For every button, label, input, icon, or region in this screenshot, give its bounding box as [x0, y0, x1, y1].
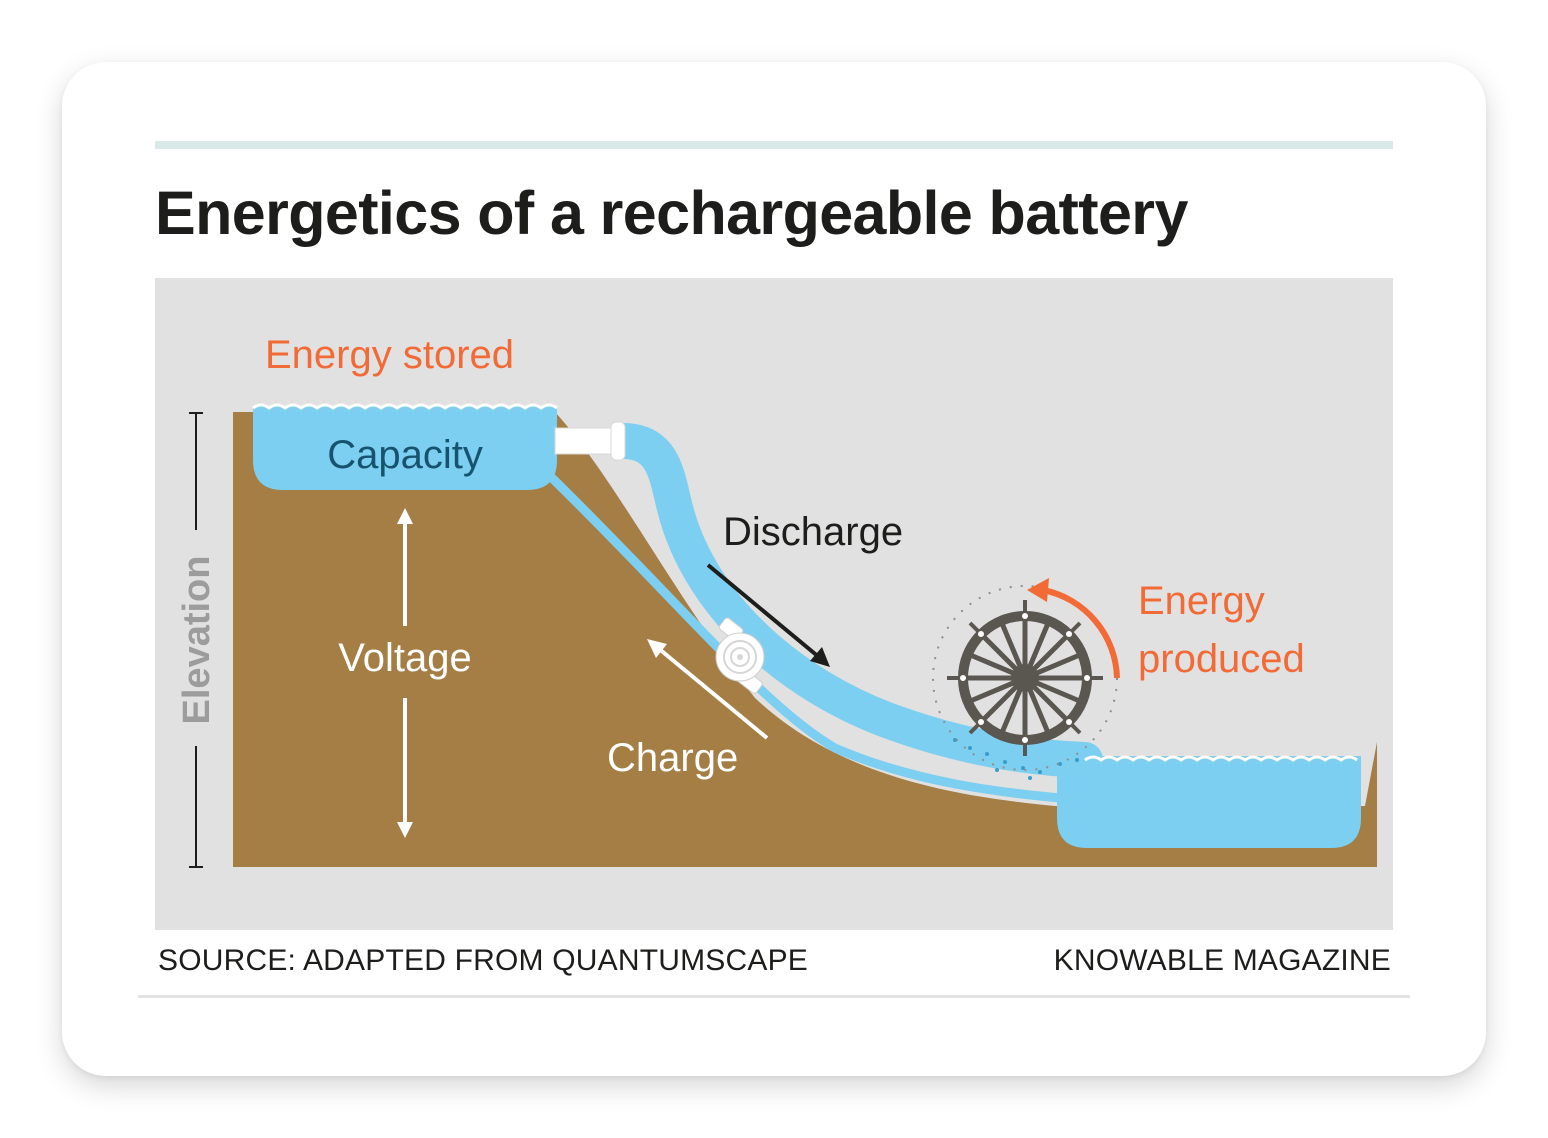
- energy-produced-label-line1: Energy: [1138, 579, 1265, 623]
- pump-icon: [715, 617, 765, 694]
- upper-water-surface: [252, 403, 558, 410]
- upper-reservoir: [253, 406, 557, 490]
- discharge-arrow: [706, 563, 830, 667]
- water-wheel-icon: [932, 585, 1118, 771]
- splash-dots: [953, 738, 1079, 780]
- outlet-pipe: [554, 427, 618, 455]
- lower-reservoir: [1057, 756, 1361, 848]
- hill: [233, 412, 1377, 867]
- voltage-arrow: [397, 508, 413, 838]
- capacity-label: Capacity: [327, 433, 483, 477]
- charge-pipe: [545, 471, 1065, 803]
- energy-produced-label-line2: produced: [1138, 637, 1305, 681]
- top-rule: [155, 141, 1393, 149]
- publisher-credit: KNOWABLE MAGAZINE: [1053, 944, 1391, 977]
- graphic-title: Energetics of a rechargeable battery: [155, 179, 1188, 247]
- energy-stored-label: Energy stored: [265, 333, 514, 377]
- discharge-pipe: [605, 423, 1103, 778]
- bottom-rule: [138, 995, 1410, 998]
- charge-arrow: [647, 639, 769, 740]
- rotation-arrow: [1027, 578, 1120, 679]
- battery-diagram: Elevation Voltage Energy stored Capacity…: [155, 278, 1393, 930]
- lower-water-surface: [1084, 755, 1358, 762]
- outlet-flange: [610, 421, 626, 461]
- voltage-label: Voltage: [338, 636, 471, 680]
- discharge-label: Discharge: [723, 510, 903, 554]
- source-credit: SOURCE: ADAPTED FROM QUANTUMSCAPE: [158, 944, 809, 977]
- elevation-bracket: [189, 412, 203, 868]
- charge-label: Charge: [607, 736, 738, 780]
- elevation-label: Elevation: [176, 556, 218, 725]
